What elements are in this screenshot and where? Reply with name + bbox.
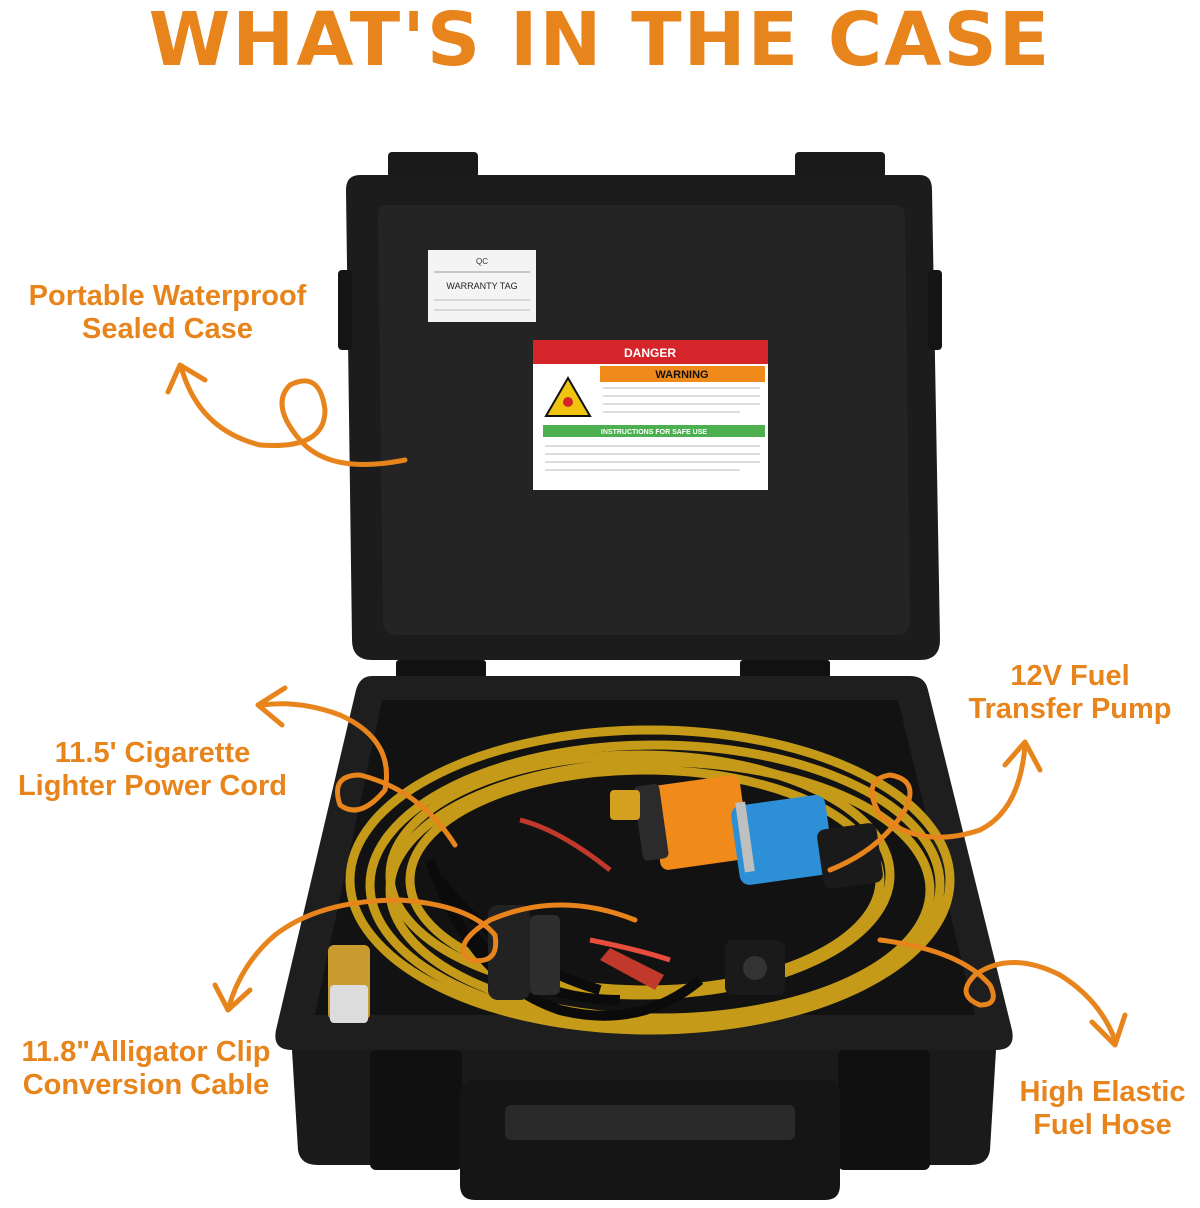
danger-header: DANGER xyxy=(624,346,676,360)
lid-latches xyxy=(388,152,885,178)
cord-arrow xyxy=(255,685,458,848)
label-fuel-hose-line2: Fuel Hose xyxy=(1033,1109,1172,1141)
label-fuel-pump: 12V Fuel Transfer Pump xyxy=(950,660,1190,726)
label-power-cord-line2: Lighter Power Cord xyxy=(17,770,288,802)
fuel-pump xyxy=(610,775,883,889)
label-power-cord: 11.5' Cigarette Lighter Power Cord xyxy=(0,737,305,803)
label-fuel-pump-line2: Transfer Pump xyxy=(968,693,1172,725)
label-sealed-case-line1: Portable Waterproof xyxy=(28,280,307,312)
label-alligator-cable: 11.8"Alligator Clip Conversion Cable xyxy=(0,1036,292,1102)
annotation-arrows xyxy=(165,362,1128,1048)
pump-arrow xyxy=(827,739,1043,873)
label-alligator-cable-line2: Conversion Cable xyxy=(22,1069,270,1101)
label-power-cord-line1: 11.5' Cigarette xyxy=(54,737,251,769)
case-arrow xyxy=(165,362,408,467)
power-socket xyxy=(725,940,785,995)
label-alligator-cable-line1: 11.8"Alligator Clip xyxy=(21,1036,271,1068)
page-title: WHAT'S IN THE CASE xyxy=(148,0,1052,83)
case-hinges xyxy=(396,660,830,678)
label-fuel-hose-line1: High Elastic xyxy=(1019,1076,1186,1108)
hose-fitting xyxy=(328,945,370,1023)
lighter-plug xyxy=(488,905,560,1000)
label-fuel-hose: High Elastic Fuel Hose xyxy=(1005,1076,1200,1142)
warranty-tag-qc: QC xyxy=(476,257,488,266)
label-fuel-pump-line1: 12V Fuel xyxy=(1010,660,1130,692)
clip-arrow xyxy=(212,897,638,1013)
warning-header: WARNING xyxy=(655,369,708,381)
safe-use-footer: INSTRUCTIONS FOR SAFE USE xyxy=(601,429,708,436)
hose-arrow xyxy=(877,937,1128,1048)
label-sealed-case-line2: Sealed Case xyxy=(82,313,253,345)
label-sealed-case: Portable Waterproof Sealed Case xyxy=(5,280,330,346)
alligator-clips xyxy=(519,817,671,990)
danger-label: DANGER WARNING INSTRUCTIONS FOR SAFE USE xyxy=(533,340,768,490)
warranty-tag-title: WARRANTY TAG xyxy=(446,281,517,291)
fuel-hose-coils xyxy=(345,725,955,1035)
warranty-tag: QC WARRANTY TAG xyxy=(428,250,536,322)
